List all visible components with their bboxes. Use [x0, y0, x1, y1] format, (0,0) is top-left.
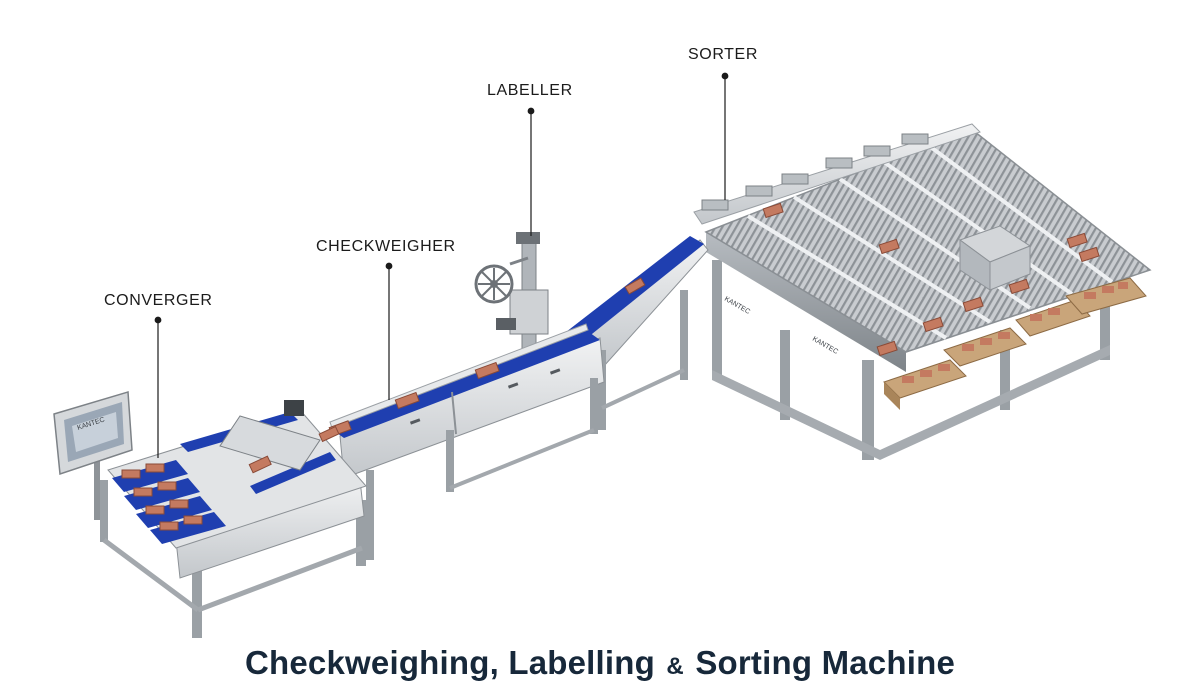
- callout-labeller: [528, 108, 534, 236]
- label-labeller: LABELLER: [487, 82, 573, 100]
- sorter-unit: [694, 124, 1150, 460]
- label-checkweigher: CHECKWEIGHER: [316, 238, 456, 256]
- labeller-unit: [476, 232, 548, 350]
- hmi-touchscreen: [54, 392, 132, 520]
- label-sorter: SORTER: [688, 46, 758, 64]
- caption-ampersand: &: [664, 653, 686, 680]
- brand-text-sorter: KANTEC: [723, 296, 751, 316]
- checkweigher-conveyor: [329, 324, 604, 560]
- callout-converger: [155, 317, 161, 458]
- callout-sorter: [722, 73, 728, 200]
- label-converger: CONVERGER: [104, 292, 213, 310]
- converger-unit: [54, 392, 366, 638]
- caption-part2: Sorting Machine: [695, 644, 955, 681]
- brand-text-sorter-2: KANTEC: [811, 336, 839, 356]
- caption-part1: Checkweighing, Labelling: [245, 644, 655, 681]
- diagram-caption: Checkweighing, Labelling & Sorting Machi…: [0, 644, 1200, 682]
- callout-checkweigher: [386, 263, 392, 400]
